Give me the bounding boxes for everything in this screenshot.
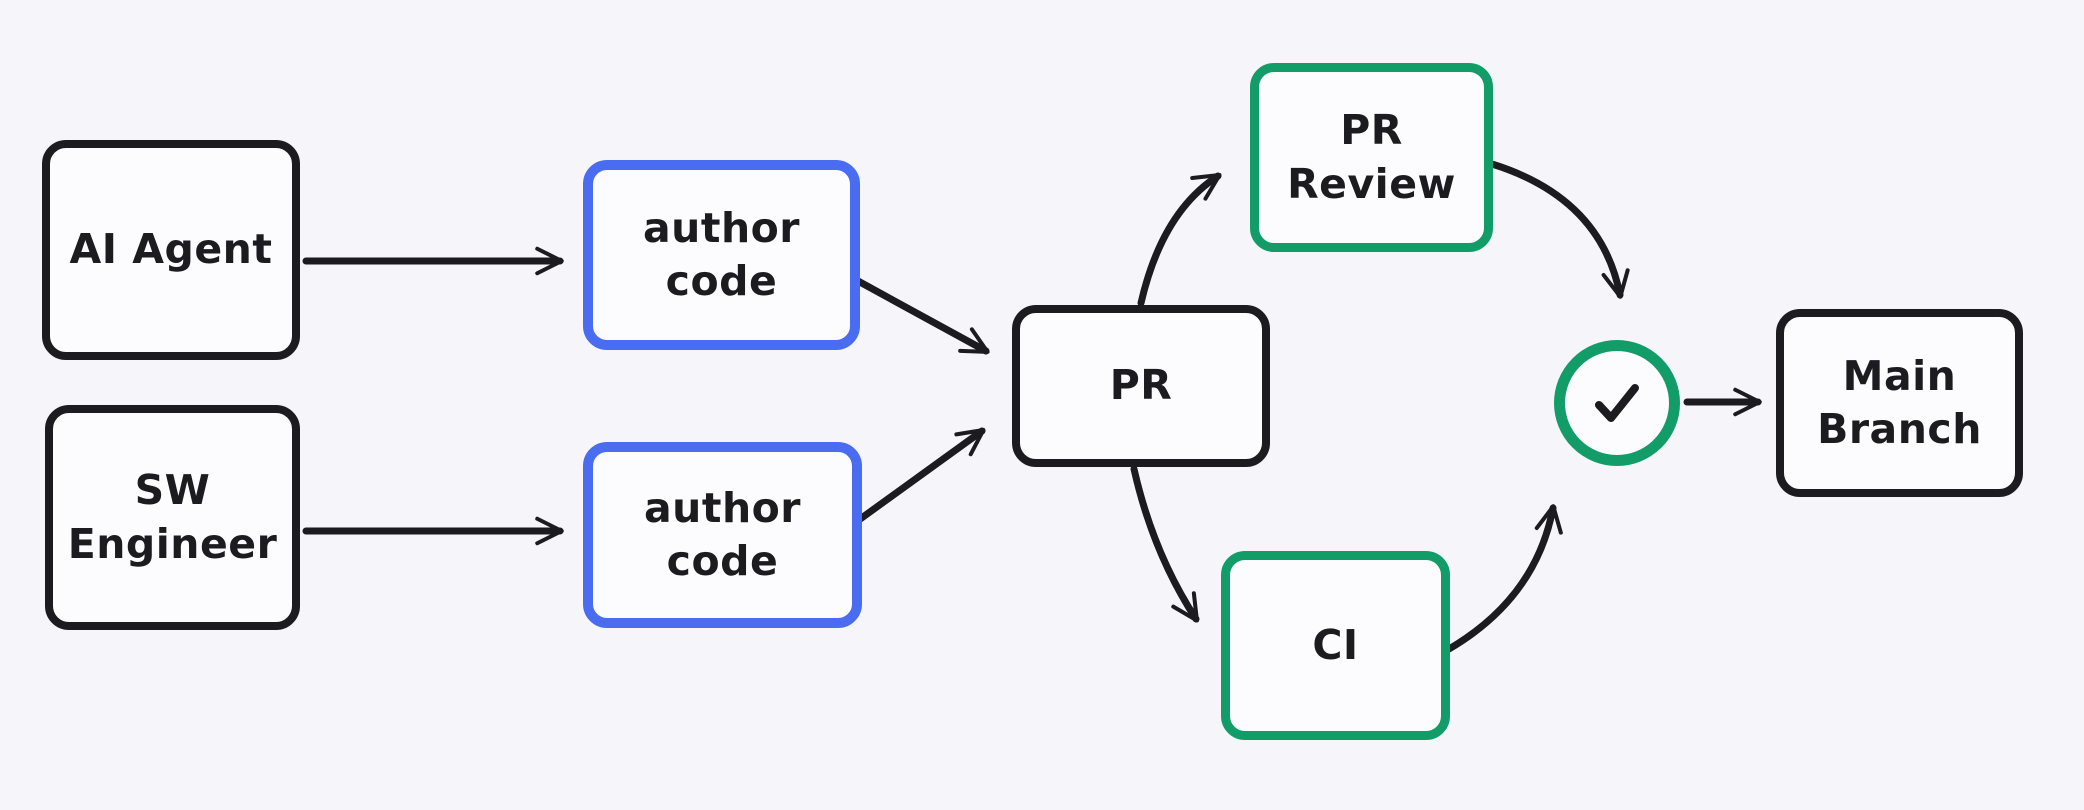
arrow-ci-to-check: [1445, 504, 1563, 653]
node-ci-label: CI: [1312, 620, 1359, 669]
node-pr-review-label: PR Review: [1287, 106, 1456, 208]
node-main-branch: Main Branch: [1776, 309, 2023, 497]
node-ai-agent-label: AI Agent: [69, 225, 273, 274]
node-pr-label: PR: [1109, 361, 1173, 410]
node-main-branch-label: Main Branch: [1817, 351, 1982, 453]
arrow-pr-to-ci: [1130, 465, 1200, 623]
node-ci: CI: [1221, 551, 1450, 740]
node-sw-engineer: SW Engineer: [45, 405, 300, 630]
arrow-pr-to-pr-review: [1137, 172, 1222, 307]
arrow-author-code-bottom-to-pr: [852, 427, 986, 526]
arrow-author-code-top-to-pr: [854, 277, 990, 355]
node-sw-engineer-label: SW Engineer: [67, 466, 278, 568]
node-checks-passed: [1554, 340, 1680, 466]
node-ai-agent: AI Agent: [42, 140, 300, 360]
arrow-pr-review-to-check: [1488, 160, 1630, 299]
check-icon: [1595, 384, 1639, 422]
node-author-code-bottom-label: author code: [643, 483, 802, 585]
node-pr: PR: [1012, 305, 1270, 467]
node-author-code-bottom: author code: [583, 442, 862, 628]
node-author-code-top-label: author code: [642, 203, 801, 305]
node-pr-review: PR Review: [1250, 63, 1493, 252]
node-author-code-top: author code: [583, 160, 860, 350]
